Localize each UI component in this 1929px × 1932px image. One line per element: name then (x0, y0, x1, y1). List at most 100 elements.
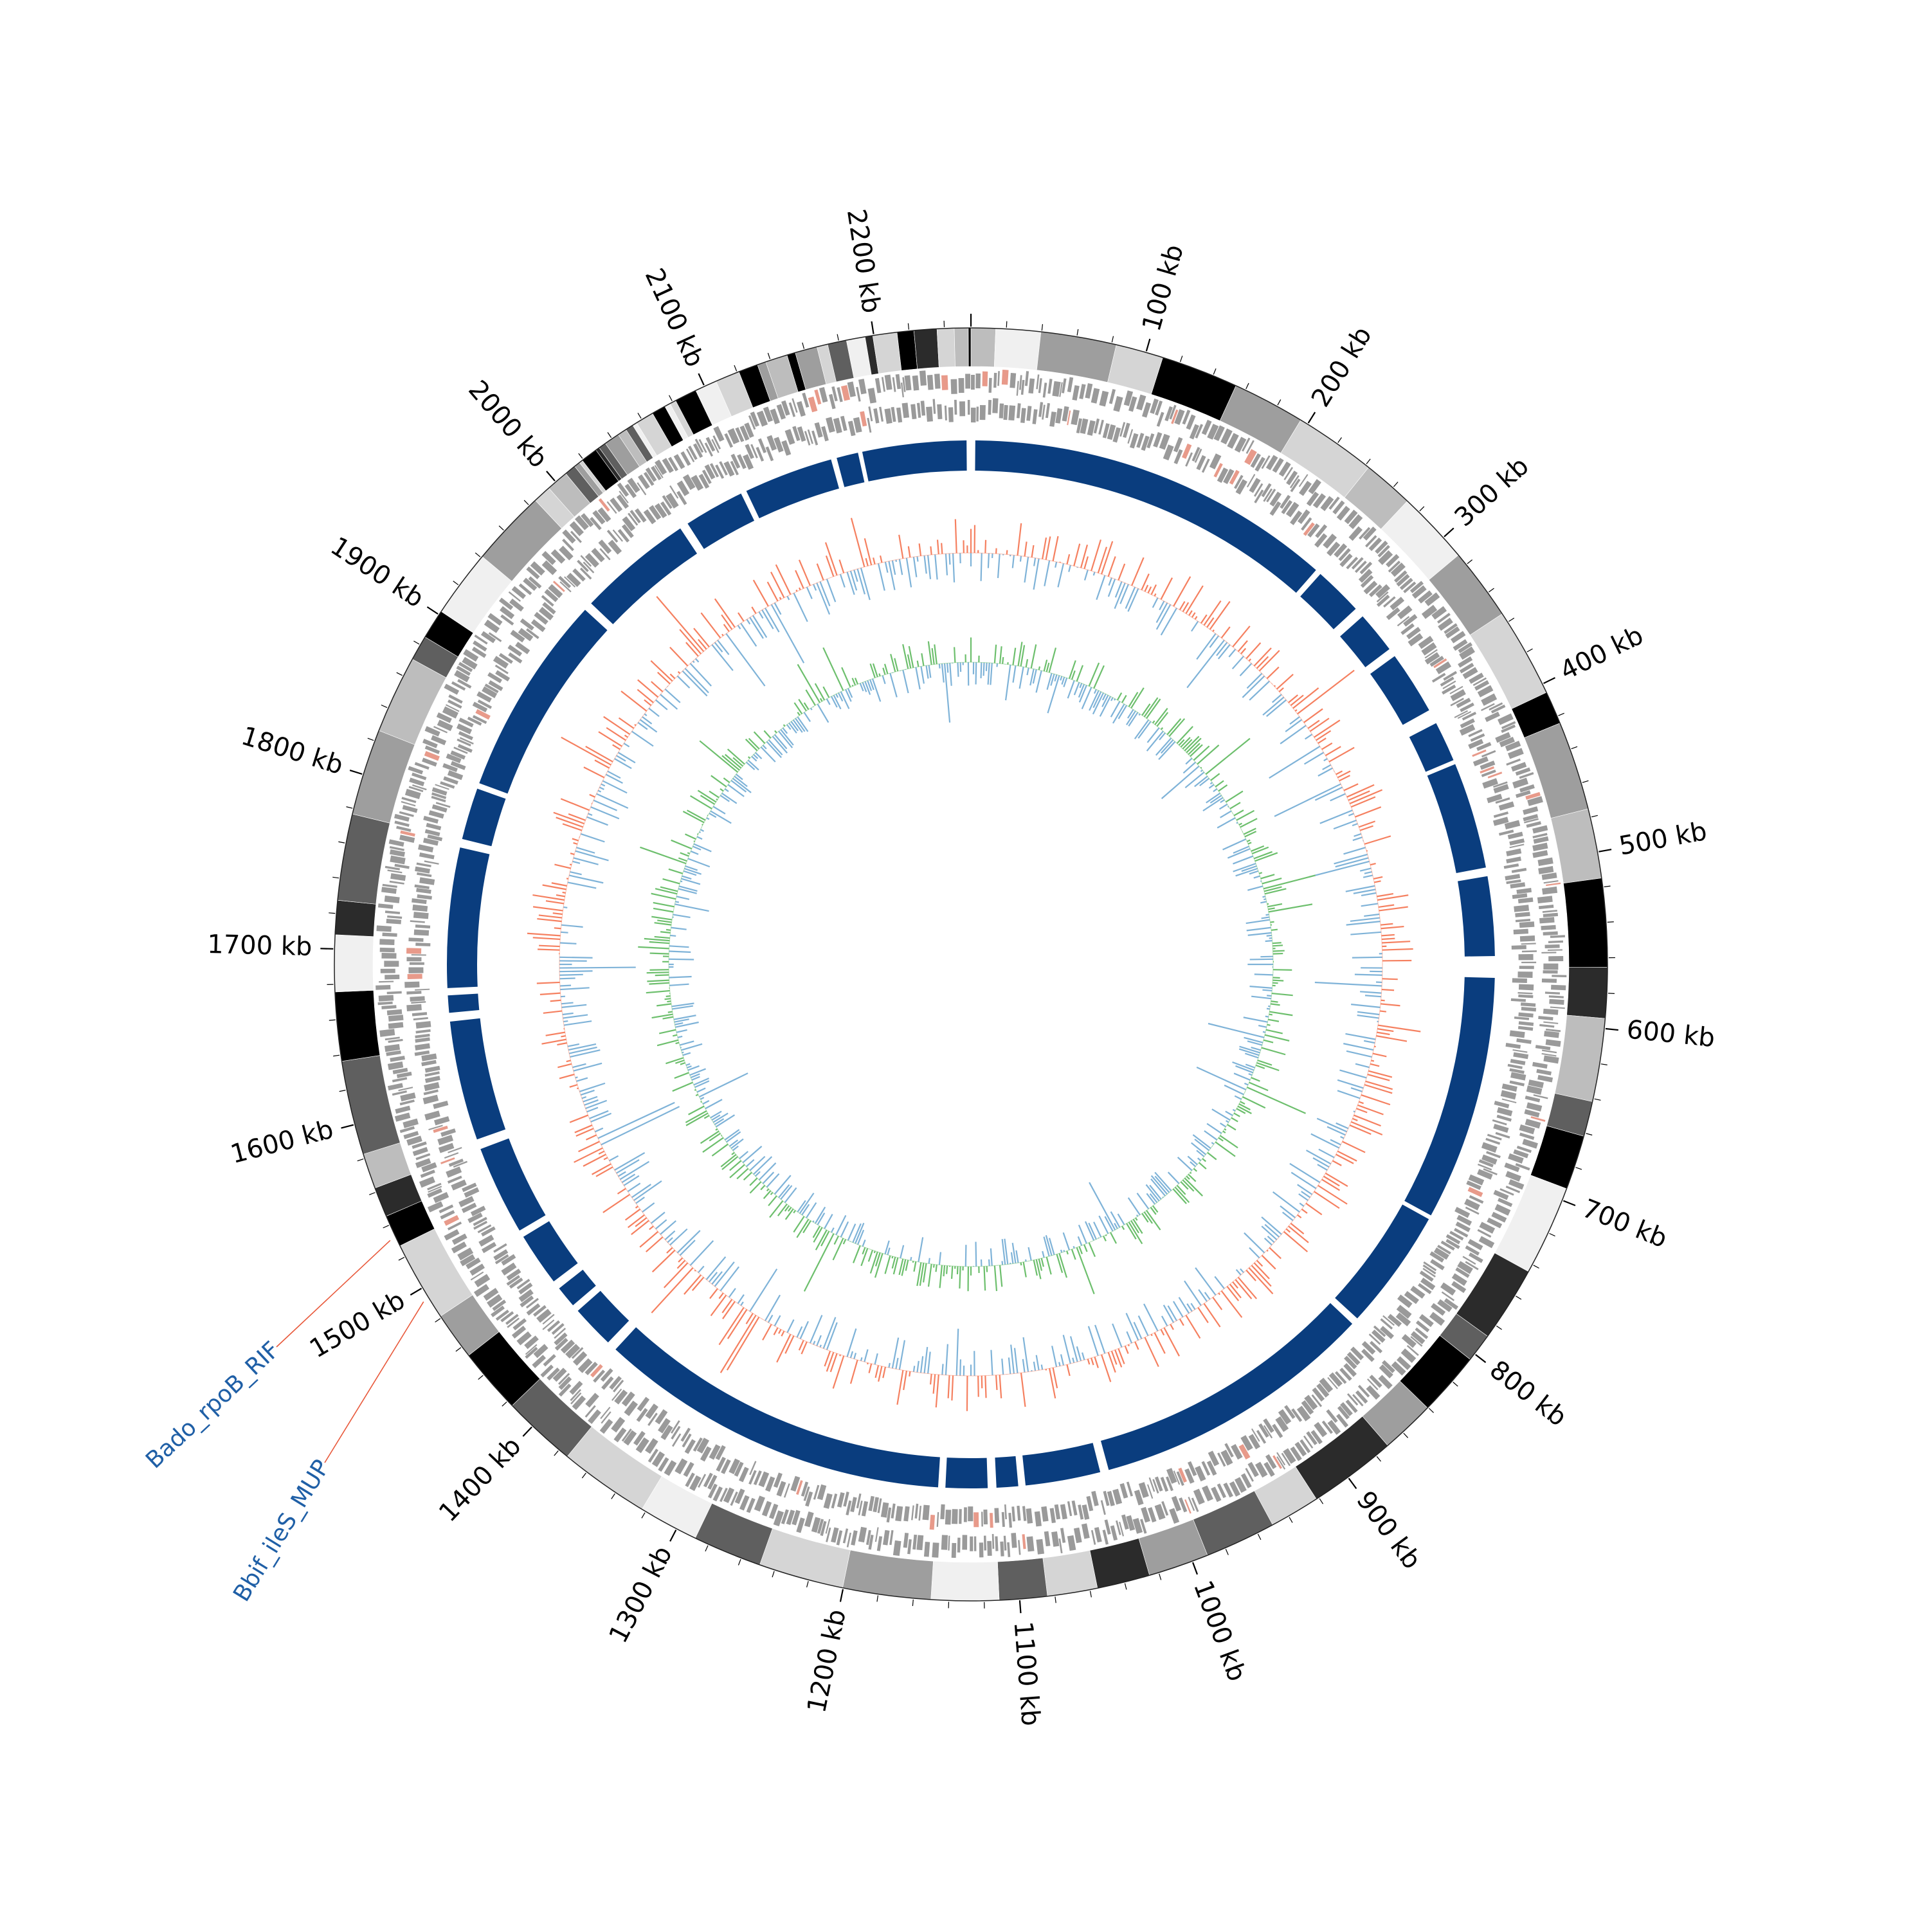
gene-feature (598, 539, 611, 554)
gene-feature (1505, 874, 1520, 880)
gene-feature (379, 939, 394, 945)
gene-feature (1086, 1496, 1093, 1512)
gene-feature (1110, 1525, 1118, 1540)
gene-feature (981, 1512, 983, 1526)
gene-feature (411, 1001, 426, 1004)
minor-tick (1453, 1382, 1458, 1387)
gene-feature (1094, 419, 1100, 433)
major-tick (670, 1530, 676, 1542)
gene-feature (1546, 883, 1561, 886)
minor-tick (1090, 1591, 1091, 1598)
tick-label: 1500 kb (305, 1285, 410, 1364)
gene-feature (608, 539, 622, 554)
gene-feature (1038, 378, 1042, 393)
gene-feature (379, 995, 394, 1001)
gene-feature (1000, 1542, 1004, 1557)
tick-label: 1200 kb (802, 1607, 852, 1715)
gene-feature (915, 1504, 919, 1519)
gene-feature (911, 1505, 914, 1520)
minor-tick (1006, 321, 1007, 328)
gene-feature (754, 1495, 765, 1512)
gene-feature (1539, 905, 1553, 909)
gene-feature (993, 373, 997, 388)
minor-tick (1608, 922, 1614, 923)
gene-feature (997, 371, 1000, 386)
contig-segment (954, 328, 968, 366)
minor-tick (478, 1375, 484, 1379)
gc-skew-baseline (669, 662, 1273, 1267)
gene-feature (916, 1535, 923, 1550)
minor-tick (807, 1581, 809, 1587)
minor-tick (499, 526, 503, 530)
gene-feature (417, 862, 431, 867)
gene-feature (412, 1012, 427, 1016)
gene-feature (1512, 978, 1527, 983)
gene-feature (1397, 606, 1413, 620)
minor-tick (1489, 588, 1494, 592)
minor-tick (435, 1319, 440, 1323)
gene-feature (1544, 880, 1559, 883)
minor-tick (524, 500, 529, 505)
minor-tick (642, 1513, 645, 1519)
gene-feature (1299, 481, 1312, 496)
contig-segment (968, 328, 971, 366)
contig-segment (937, 328, 955, 367)
gene-feature (499, 598, 513, 610)
minor-tick (837, 334, 838, 341)
gene-feature (415, 1029, 430, 1034)
minor-tick (1591, 815, 1598, 817)
gene-feature (385, 975, 399, 980)
gene-feature (421, 1053, 437, 1061)
gene-feature (932, 1542, 939, 1558)
gene-feature (1543, 910, 1557, 913)
major-tick (1020, 1600, 1021, 1613)
gene-feature (873, 408, 879, 424)
gene-feature (971, 408, 976, 422)
gene-feature (425, 829, 440, 836)
contig-segment (1495, 1175, 1567, 1272)
gene-feature (992, 398, 998, 413)
gc-skew-negative (669, 662, 1273, 1267)
gene-feature (1007, 1542, 1010, 1557)
gene-feature (1329, 1373, 1343, 1387)
gene-feature (976, 406, 979, 421)
gene-feature (951, 379, 957, 394)
gene-feature (379, 1029, 395, 1037)
gene-feature (1514, 1016, 1529, 1020)
minor-tick (413, 641, 419, 644)
gene-feature (1067, 377, 1073, 393)
minor-tick (1549, 1233, 1555, 1236)
minor-tick (453, 581, 458, 585)
gene-feature (974, 1512, 979, 1527)
gc-skew-positive (638, 637, 1315, 1294)
gene-annotation-label: Bbif_ileS_MUP (228, 1455, 335, 1606)
gene-feature (412, 954, 426, 955)
gene-feature (1099, 391, 1109, 407)
gene-feature (948, 1536, 950, 1551)
gene-feature (390, 1056, 405, 1062)
gene-feature (1541, 1053, 1556, 1057)
minor-tick (1226, 1549, 1228, 1555)
gene-feature (1026, 1536, 1034, 1551)
gene-feature (1060, 1528, 1065, 1542)
gene-feature (1517, 992, 1532, 995)
contig-segment (1555, 1015, 1605, 1101)
gene-feature (892, 377, 896, 392)
gene-feature (408, 974, 422, 979)
contig-segment-ring (334, 328, 1608, 1601)
gene-feature (1079, 384, 1085, 399)
gene-feature (406, 948, 421, 953)
assembly-block (578, 1291, 629, 1342)
gene-feature (882, 377, 885, 392)
gene-feature (860, 411, 867, 426)
gene-feature (808, 397, 818, 412)
gene-feature (933, 399, 936, 414)
minor-tick (768, 353, 770, 359)
gene-feature (895, 1506, 903, 1521)
gene-feature (1516, 1038, 1532, 1044)
gene-feature (600, 1419, 613, 1434)
gene-feature (1055, 1504, 1060, 1520)
gene-feature (425, 1076, 440, 1083)
gene-feature (1058, 1539, 1062, 1553)
